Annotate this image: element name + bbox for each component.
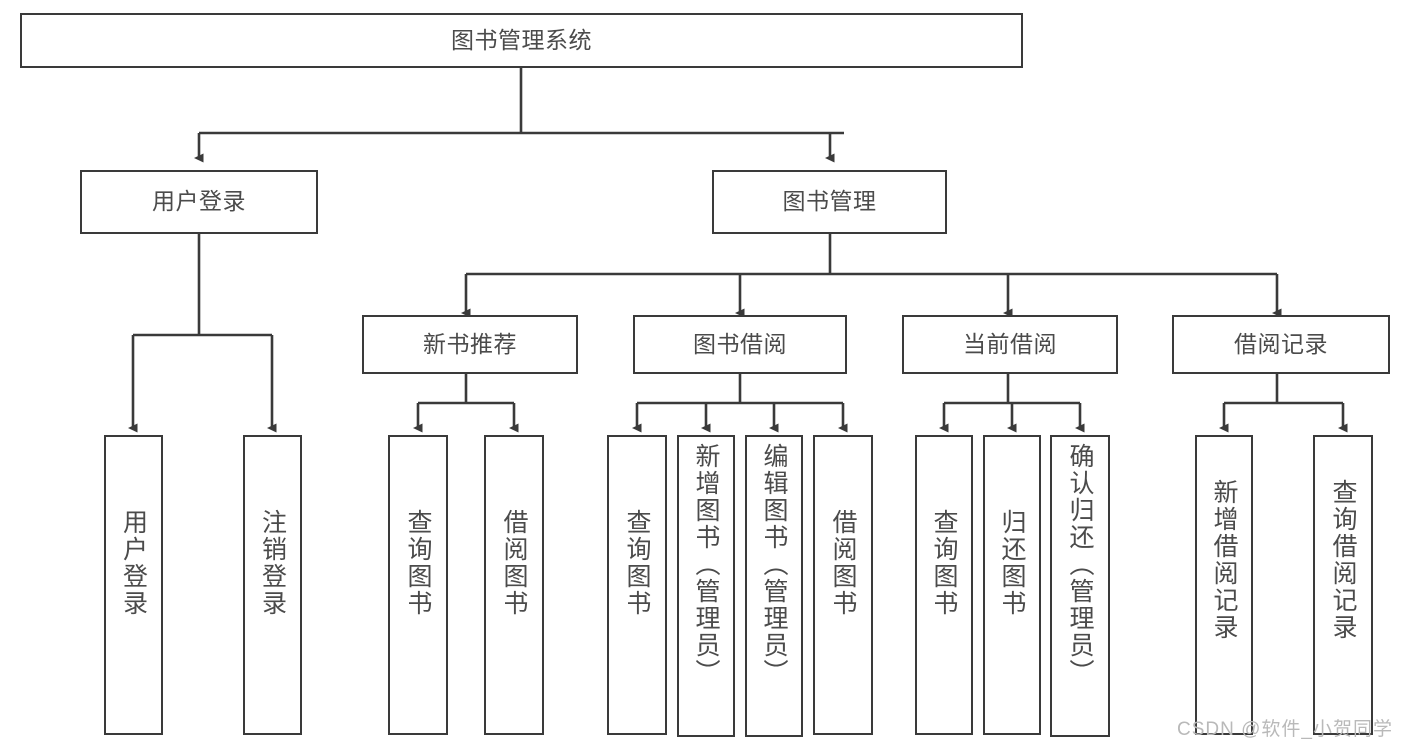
node-leaf-query-book-3-label: 查询图书 [930,509,958,617]
node-leaf-add-book[interactable]: 新增图书（管理员） [677,435,735,737]
node-borrow-record[interactable]: 借阅记录 [1172,315,1390,374]
node-leaf-edit-book[interactable]: 编辑图书（管理员） [745,435,803,737]
node-leaf-return-book[interactable]: 归还图书 [983,435,1041,735]
node-book-borrow[interactable]: 图书借阅 [633,315,847,374]
node-book-management[interactable]: 图书管理 [712,170,947,234]
node-leaf-query-record-label: 查询借阅记录 [1329,479,1357,641]
node-root[interactable]: 图书管理系统 [20,13,1023,68]
node-leaf-confirm-return-label: 确认归还（管理员） [1066,443,1094,686]
node-new-book-recommend[interactable]: 新书推荐 [362,315,578,374]
node-leaf-user-login-label: 用户登录 [119,509,148,617]
node-leaf-query-book-2-label: 查询图书 [623,509,651,617]
node-leaf-return-book-label: 归还图书 [998,509,1026,617]
node-current-borrow[interactable]: 当前借阅 [902,315,1118,374]
node-leaf-borrow-book-2[interactable]: 借阅图书 [813,435,873,735]
node-leaf-query-book-3[interactable]: 查询图书 [915,435,973,735]
node-leaf-add-record-label: 新增借阅记录 [1210,479,1238,641]
watermark-text: CSDN @软件_小贺同学 [1177,719,1393,740]
node-leaf-add-record[interactable]: 新增借阅记录 [1195,435,1253,735]
node-leaf-query-book-1[interactable]: 查询图书 [388,435,448,735]
node-leaf-logout-login[interactable]: 注销登录 [243,435,302,735]
node-book-borrow-label: 图书借阅 [693,330,787,357]
node-borrow-record-label: 借阅记录 [1234,330,1328,357]
node-leaf-query-book-2[interactable]: 查询图书 [607,435,667,735]
node-leaf-add-book-label: 新增图书（管理员） [692,443,720,686]
node-root-label: 图书管理系统 [451,26,592,53]
node-leaf-logout-login-label: 注销登录 [258,509,287,617]
node-new-book-recommend-label: 新书推荐 [423,330,517,357]
node-leaf-edit-book-label: 编辑图书（管理员） [760,443,788,686]
node-leaf-query-book-1-label: 查询图书 [404,509,432,617]
node-leaf-confirm-return[interactable]: 确认归还（管理员） [1050,435,1110,737]
node-leaf-query-record[interactable]: 查询借阅记录 [1313,435,1373,735]
node-book-management-label: 图书管理 [782,188,877,215]
node-leaf-borrow-book-2-label: 借阅图书 [829,509,857,617]
node-leaf-borrow-book-1[interactable]: 借阅图书 [484,435,544,735]
node-user-login-label: 用户登录 [152,188,246,215]
node-leaf-borrow-book-1-label: 借阅图书 [500,509,528,617]
node-user-login[interactable]: 用户登录 [80,170,318,234]
node-current-borrow-label: 当前借阅 [963,330,1057,357]
node-leaf-user-login[interactable]: 用户登录 [104,435,163,735]
